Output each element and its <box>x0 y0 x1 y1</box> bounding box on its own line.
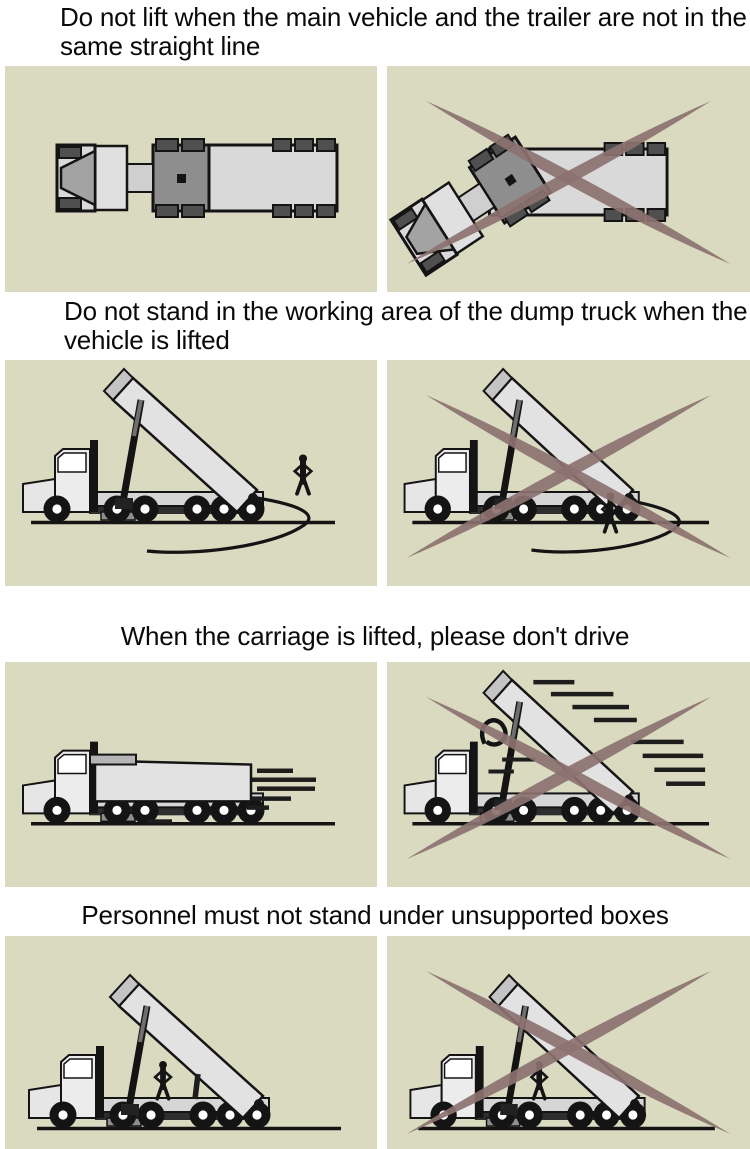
illustration-jackknifed-top-view <box>387 66 750 293</box>
illustration-row <box>0 66 750 293</box>
support-strut <box>192 1073 201 1099</box>
section-under-box: Personnel must not stand under unsupport… <box>0 899 750 1149</box>
working-area-boundary-line <box>146 496 311 555</box>
section-working-area: Do not stand in the working area of the … <box>0 292 750 587</box>
illustration-aligned-top-view <box>5 66 377 293</box>
illustration-driving-bed-lifted <box>387 661 750 887</box>
illustration-driving-bed-down <box>5 661 377 887</box>
truck-scene <box>29 975 343 1130</box>
section-caption: Do not lift when the main vehicle and th… <box>60 2 747 62</box>
section-no-driving-lifted: When the carriage is lifted, please don'… <box>0 621 750 887</box>
working-area-boundary-line <box>531 499 681 555</box>
section-caption: Personnel must not stand under unsupport… <box>81 899 669 930</box>
illustration-row <box>0 661 750 887</box>
section-caption: When the carriage is lifted, please don'… <box>120 621 630 652</box>
illustration-supported-box <box>5 935 377 1149</box>
illustration-person-inside-working-area <box>387 360 750 587</box>
section-caption: Do not stand in the working area of the … <box>64 296 748 356</box>
illustration-row <box>0 935 750 1149</box>
illustration-row <box>0 360 750 587</box>
section-alignment: Do not lift when the main vehicle and th… <box>0 0 750 293</box>
illustration-unsupported-box <box>387 935 750 1149</box>
illustration-person-outside-working-area <box>5 360 377 587</box>
